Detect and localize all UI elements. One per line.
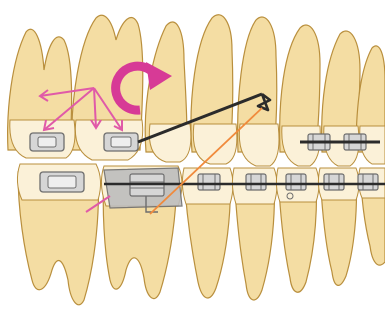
bracket-icon: [198, 174, 220, 190]
bracket-icon: [40, 172, 84, 192]
molar-band: [104, 168, 182, 212]
bracket-icon: [324, 174, 344, 190]
bracket-icon: [30, 133, 64, 151]
bracket-icon: [358, 174, 378, 190]
bracket-icon: [246, 174, 266, 190]
crown: [193, 124, 237, 164]
bracket-icon: [104, 133, 138, 151]
